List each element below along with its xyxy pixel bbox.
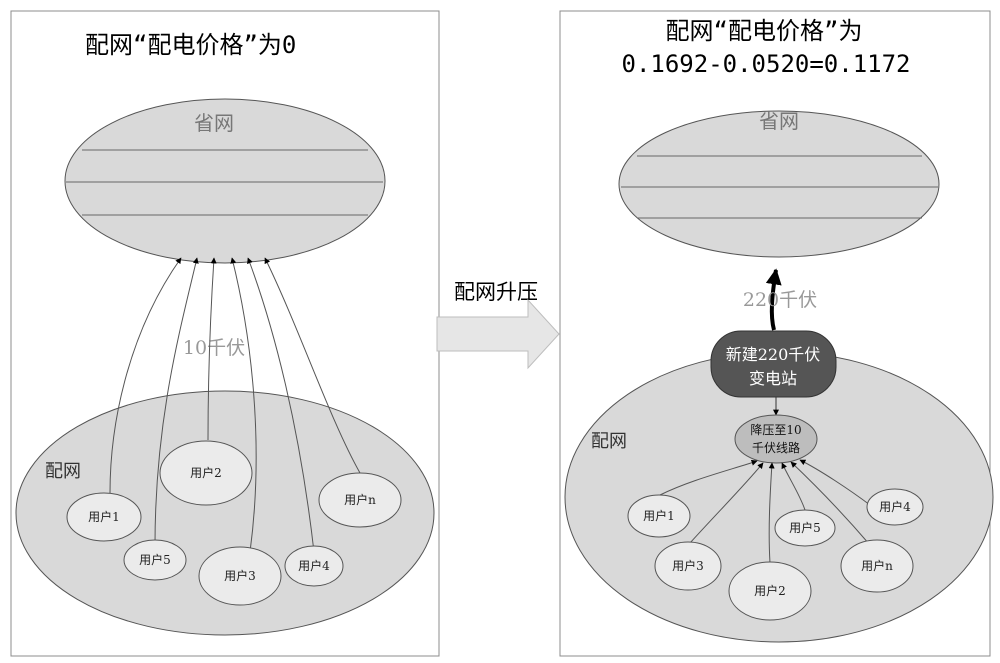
left-user4-node (284, 545, 344, 587)
left-line-user1 (109, 257, 182, 494)
right-line-user3 (689, 462, 764, 544)
left-usern-label: 用户n (344, 492, 376, 507)
right-users: 用户1 用户2 用户3 用户4 用户5 用户n (627, 488, 924, 621)
middle-arrow-group: 配网升压 (436, 280, 560, 370)
substation-box (710, 330, 837, 398)
left-province-ellipse (64, 98, 386, 264)
right-province-ellipse (618, 110, 940, 258)
right-user2-label: 用户2 (754, 583, 786, 598)
left-line-user4 (247, 257, 315, 553)
right-user4-node (866, 488, 924, 526)
left-user1-label: 用户1 (88, 509, 120, 524)
left-line-user2 (207, 257, 217, 441)
right-user5-node (774, 509, 836, 547)
left-user3-node (198, 546, 282, 606)
left-line-usern (264, 257, 361, 474)
left-user5-node (123, 539, 187, 581)
middle-arrow-label: 配网升压 (454, 280, 538, 304)
left-user2-label: 用户2 (190, 465, 222, 480)
stepdown-node (734, 414, 818, 464)
left-usern-node (318, 472, 402, 528)
left-line-user5 (154, 257, 199, 546)
left-title: 配网“配电价格”为0 (85, 31, 296, 59)
right-distribution-label: 配网 (591, 431, 627, 452)
left-user3-label: 用户3 (224, 568, 256, 583)
right-line-user4 (799, 459, 871, 506)
stepdown-label-line1: 降压至10 (750, 423, 801, 437)
right-connections (659, 459, 871, 564)
left-province-label: 省网 (194, 111, 234, 135)
right-user3-label: 用户3 (672, 558, 704, 573)
right-voltage-label: 220千伏 (743, 289, 817, 311)
right-line-user2 (768, 462, 775, 564)
left-connections (109, 257, 361, 553)
substation-label-line1: 新建220千伏 (726, 345, 821, 364)
right-usern-node (840, 539, 914, 593)
right-arrow-icon (436, 298, 560, 370)
left-distribution-label: 配网 (45, 461, 81, 482)
right-user4-label: 用户4 (879, 499, 911, 514)
left-user5-label: 用户5 (139, 552, 171, 567)
right-user2-node (728, 561, 812, 621)
left-user4-label: 用户4 (298, 558, 330, 573)
right-user5-label: 用户5 (789, 520, 821, 535)
right-title-line1: 配网“配电价格”为 (666, 17, 863, 45)
left-line-user3 (230, 257, 257, 553)
right-province-label: 省网 (759, 109, 799, 133)
right-panel: 配网“配电价格”为 0.1692-0.0520=0.1172 省网 配网 220… (559, 10, 994, 657)
left-voltage-label: 10千伏 (183, 337, 245, 359)
right-line-user5 (781, 462, 806, 511)
right-uplink-line (765, 268, 782, 331)
right-user1-node (627, 494, 691, 538)
right-line-user1 (659, 459, 758, 496)
right-user1-label: 用户1 (643, 508, 675, 523)
stepdown-label-line2: 千伏线路 (752, 440, 800, 455)
substation-label-line2: 变电站 (749, 369, 797, 388)
left-user2-node (159, 440, 253, 506)
right-title-line2: 0.1692-0.0520=0.1172 (622, 50, 911, 78)
right-user3-node (654, 541, 722, 591)
left-users: 用户1 用户2 用户3 用户4 用户5 用户n (66, 440, 402, 606)
right-line-usern (790, 461, 871, 546)
right-usern-label: 用户n (861, 558, 893, 573)
left-user1-node (66, 492, 142, 542)
left-panel: 配网“配电价格”为0 省网 配网 10千伏 用户1 用户2 用户3 (10, 10, 440, 657)
